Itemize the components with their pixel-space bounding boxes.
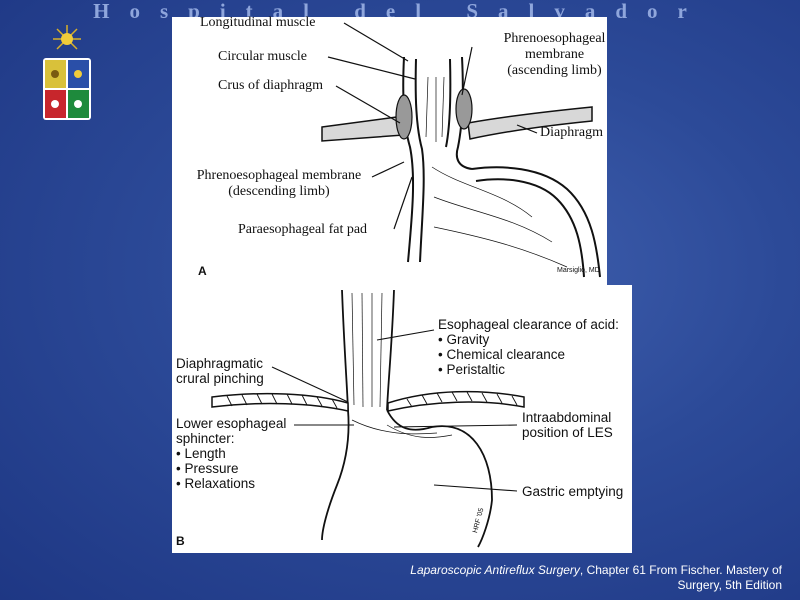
panel-a-tag: A [198, 264, 207, 278]
source-caption: Laparoscopic Antireflux Surgery, Chapter… [382, 563, 782, 593]
caption-title: Laparoscopic Antireflux Surgery [410, 563, 580, 577]
diagram-panel-b: Esophageal clearance of acid: • Gravity … [172, 285, 632, 553]
label-intraabdominal-les: Intraabdominal position of LES [522, 410, 613, 440]
label-crural-pinching: Diaphragmatic crural pinching [176, 356, 264, 386]
label-crus-of-diaphragm: Crus of diaphragm [218, 78, 323, 93]
panel-b-tag: B [176, 534, 185, 548]
label-phrenoesophageal-ascending: Phrenoesophageal membrane (ascending lim… [503, 31, 606, 78]
diagram-panel-a: Longitudinal muscle Circular muscle Crus… [172, 15, 607, 285]
caption-source: , Chapter 61 From Fischer. Mastery of Su… [579, 563, 782, 592]
label-lower-esophageal-sphincter: Lower esophageal sphincter: • Length • P… [176, 416, 287, 491]
label-fat-pad: Paraesophageal fat pad [238, 222, 368, 237]
artist-signature-a: Marsiglio, MD [557, 267, 600, 274]
label-esophageal-clearance: Esophageal clearance of acid: • Gravity … [438, 317, 619, 377]
antireflux-barrier-drawing [211, 289, 525, 548]
label-phrenoesophageal-descending: Phrenoesophageal membrane (descending li… [196, 168, 362, 199]
label-circular-muscle: Circular muscle [218, 49, 308, 64]
university-logo [36, 24, 98, 122]
esophagogastric-junction-drawing [321, 22, 601, 278]
shield-sun-icon [43, 25, 91, 120]
label-longitudinal-muscle: Longitudinal muscle [200, 15, 316, 30]
hospital-title: Hospital del Salvador [93, 0, 707, 23]
label-gastric-emptying: Gastric emptying [522, 484, 624, 499]
label-diaphragm: Diaphragm [540, 125, 603, 140]
